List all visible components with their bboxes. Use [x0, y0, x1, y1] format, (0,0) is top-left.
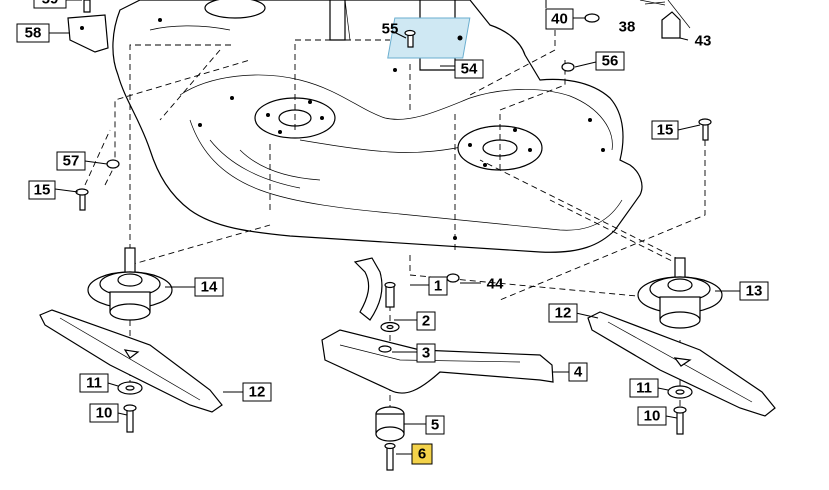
small-hardware: [67, 0, 712, 283]
svg-text:57: 57: [63, 153, 80, 170]
callout-5: 5: [425, 415, 445, 435]
svg-text:3: 3: [422, 345, 430, 362]
callout-10-right: 10: [637, 406, 667, 426]
callout-56: 56: [595, 51, 625, 71]
callout-12-right: 12: [548, 303, 578, 323]
svg-text:1: 1: [434, 278, 442, 295]
left-blade: [39, 309, 223, 413]
svg-text:56: 56: [602, 53, 619, 70]
callout-43: 43: [695, 33, 712, 50]
callout-12-left: 12: [242, 382, 272, 402]
svg-text:2: 2: [422, 313, 430, 330]
left-spindle-assembly: [87, 247, 173, 321]
leader-lines: [49, 0, 740, 455]
svg-text:12: 12: [555, 305, 572, 322]
callout-13: 13: [739, 281, 769, 301]
right-washer-bolt: [667, 385, 693, 435]
svg-text:40: 40: [551, 11, 568, 28]
callout-1: 1: [428, 276, 448, 296]
svg-text:54: 54: [461, 61, 478, 78]
callout-40: 40: [545, 8, 574, 30]
callout-58: 58: [16, 23, 50, 43]
callout-54: 54: [454, 59, 484, 79]
callout-15-right: 15: [651, 120, 679, 140]
left-washer-bolt: [117, 381, 143, 433]
svg-text:12: 12: [249, 384, 266, 401]
support-arm-assembly: [321, 257, 554, 471]
callout-14: 14: [194, 277, 224, 297]
callout-10-left: 10: [89, 403, 119, 423]
callout-11-right: 11: [629, 378, 659, 398]
callout-11-left: 11: [79, 373, 109, 393]
mower-deck: [112, 0, 643, 253]
svg-text:10: 10: [96, 405, 113, 422]
callout-55: 55: [382, 21, 399, 38]
svg-text:4: 4: [574, 364, 583, 381]
svg-text:14: 14: [201, 279, 218, 296]
callout-38: 38: [619, 19, 636, 36]
callout-44: 44: [487, 276, 504, 293]
svg-text:11: 11: [86, 375, 102, 392]
svg-text:11: 11: [636, 380, 652, 397]
svg-text:10: 10: [644, 408, 661, 425]
callout-3: 3: [416, 343, 436, 363]
callout-4: 4: [568, 362, 588, 382]
callout-59: 59: [33, 0, 67, 9]
callout-57: 57: [56, 151, 86, 171]
callout-6-highlighted[interactable]: 6: [411, 443, 433, 465]
svg-text:58: 58: [25, 25, 42, 42]
svg-text:13: 13: [746, 283, 763, 300]
right-spindle-assembly: [637, 257, 723, 329]
svg-text:5: 5: [431, 417, 439, 434]
svg-text:55: 55: [382, 21, 399, 38]
svg-text:44: 44: [487, 276, 504, 293]
svg-text:15: 15: [657, 122, 674, 139]
callout-2: 2: [416, 311, 436, 331]
svg-text:43: 43: [695, 33, 712, 50]
svg-text:59: 59: [42, 0, 59, 8]
svg-text:6: 6: [418, 446, 426, 463]
callout-15-left: 15: [28, 180, 56, 200]
right-blade: [587, 311, 776, 417]
svg-text:15: 15: [34, 182, 51, 199]
svg-text:38: 38: [619, 19, 636, 36]
